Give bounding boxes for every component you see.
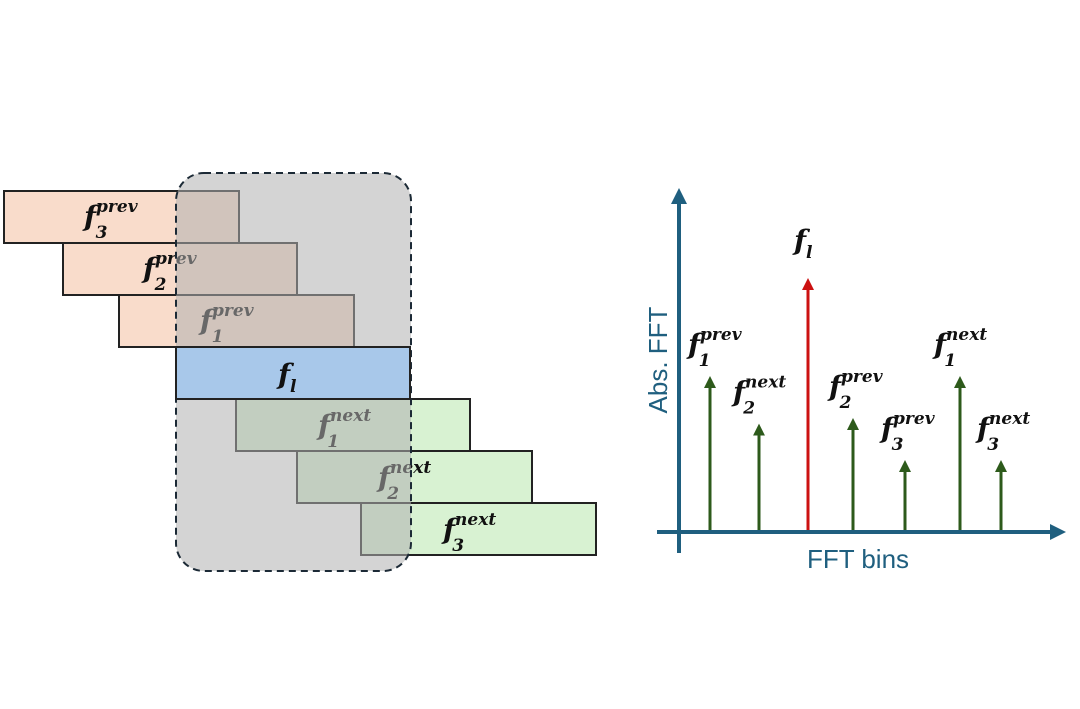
- frame-current: [175, 346, 411, 400]
- y-axis-label: Abs. FFT: [643, 306, 673, 413]
- peak-label-current: fl: [792, 224, 813, 263]
- x-axis-label: FFT bins: [807, 544, 909, 574]
